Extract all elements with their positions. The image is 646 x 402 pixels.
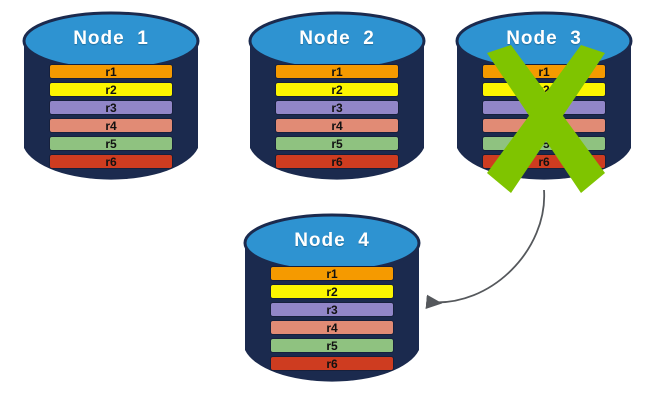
record-bar-r2[interactable]: r2 [49, 82, 173, 97]
record-list-node3: r1 r2 r3 r4 r5 r6 [482, 64, 606, 169]
record-bar-r1[interactable]: r1 [482, 64, 606, 79]
record-label: r5 [105, 136, 117, 151]
record-bar-r3[interactable]: r3 [275, 100, 399, 115]
record-bar-r6[interactable]: r6 [270, 356, 394, 371]
record-bar-r6[interactable]: r6 [482, 154, 606, 169]
record-label: r1 [538, 64, 550, 79]
record-label: r1 [326, 266, 338, 281]
record-bar-r5[interactable]: r5 [275, 136, 399, 151]
record-label: r2 [331, 82, 343, 97]
record-label: r5 [326, 338, 338, 353]
record-label: r5 [538, 136, 550, 151]
record-list-node1: r1 r2 r3 r4 r5 r6 [49, 64, 173, 169]
record-label: r5 [331, 136, 343, 151]
record-list-node4: r1 r2 r3 r4 r5 r6 [270, 266, 394, 371]
record-bar-r4[interactable]: r4 [482, 118, 606, 133]
record-bar-r5[interactable]: r5 [49, 136, 173, 151]
record-bar-r3[interactable]: r3 [270, 302, 394, 317]
record-bar-r4[interactable]: r4 [270, 320, 394, 335]
record-label: r3 [326, 302, 338, 317]
record-label: r6 [326, 356, 338, 371]
record-label: r6 [538, 154, 550, 169]
record-label: r3 [105, 100, 117, 115]
record-bar-r4[interactable]: r4 [49, 118, 173, 133]
record-label: r3 [331, 100, 343, 115]
record-bar-r4[interactable]: r4 [275, 118, 399, 133]
record-label: r6 [105, 154, 117, 169]
record-list-node2: r1 r2 r3 r4 r5 r6 [275, 64, 399, 169]
replication-arrow-path [425, 189, 545, 310]
record-label: r3 [538, 100, 550, 115]
record-bar-r5[interactable]: r5 [482, 136, 606, 151]
record-label: r4 [538, 118, 550, 133]
record-bar-r1[interactable]: r1 [49, 64, 173, 79]
record-bar-r6[interactable]: r6 [49, 154, 173, 169]
record-label: r2 [538, 82, 550, 97]
record-bar-r3[interactable]: r3 [482, 100, 606, 115]
record-bar-r5[interactable]: r5 [270, 338, 394, 353]
record-bar-r2[interactable]: r2 [270, 284, 394, 299]
record-label: r4 [326, 320, 338, 335]
record-bar-r2[interactable]: r2 [275, 82, 399, 97]
record-label: r2 [326, 284, 338, 299]
record-label: r2 [105, 82, 117, 97]
record-label: r6 [331, 154, 343, 169]
record-label: r4 [105, 118, 117, 133]
record-bar-r6[interactable]: r6 [275, 154, 399, 169]
record-bar-r3[interactable]: r3 [49, 100, 173, 115]
record-bar-r2[interactable]: r2 [482, 82, 606, 97]
record-bar-r1[interactable]: r1 [275, 64, 399, 79]
record-bar-r1[interactable]: r1 [270, 266, 394, 281]
record-label: r4 [331, 118, 343, 133]
record-label: r1 [105, 64, 117, 79]
record-label: r1 [331, 64, 343, 79]
